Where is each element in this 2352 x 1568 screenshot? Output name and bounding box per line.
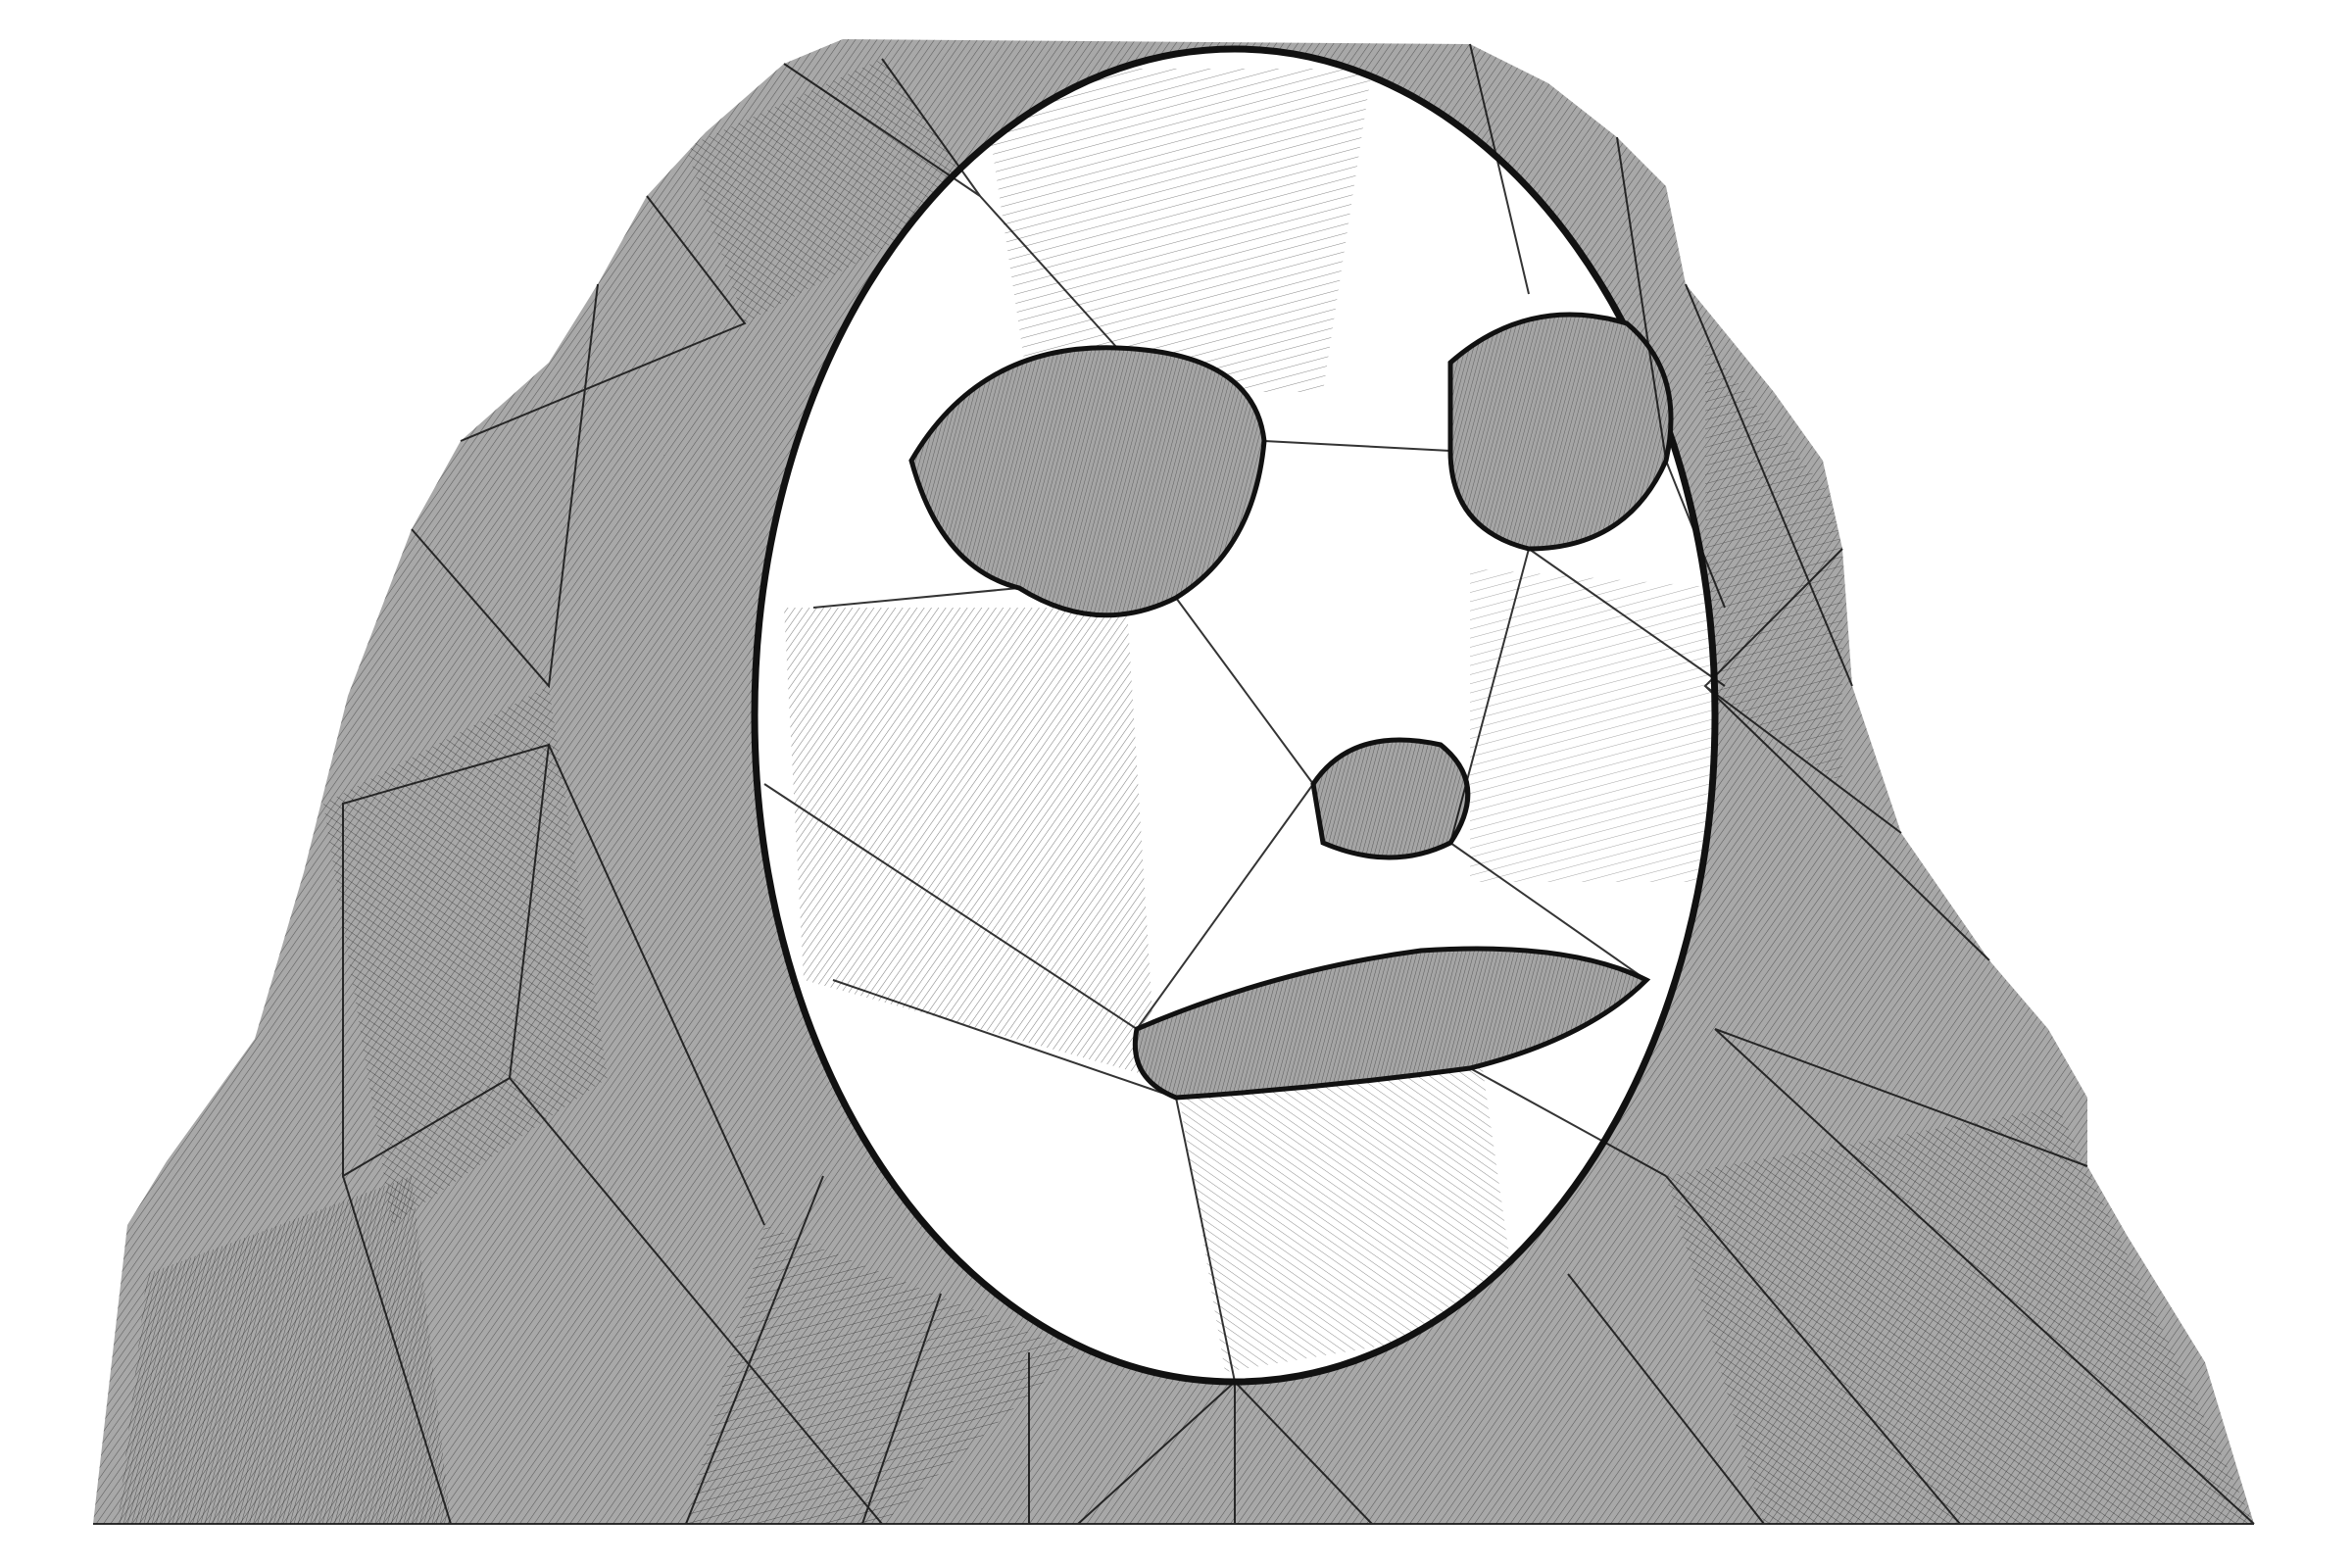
left-eye-region	[908, 345, 1267, 618]
face-region	[751, 45, 1719, 1386]
right-eye-region	[1447, 312, 1674, 552]
mouth-region	[1132, 946, 1651, 1101]
mesh-edges	[93, 43, 2255, 1525]
nose-region	[1310, 737, 1471, 860]
